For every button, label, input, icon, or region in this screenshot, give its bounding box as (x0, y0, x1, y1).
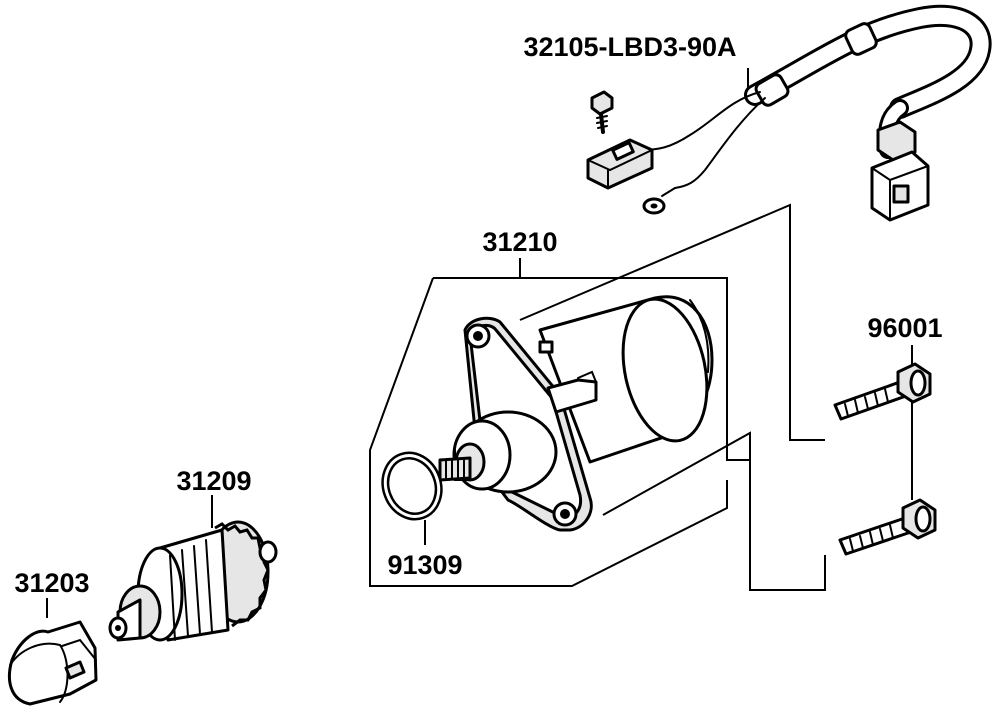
assembly-frame (369, 203, 826, 591)
label-oring: 91309 (387, 550, 462, 580)
label-gear: 31209 (176, 466, 251, 496)
o-ring (381, 451, 443, 521)
cover-cap (7, 598, 98, 706)
bolt-lower (838, 345, 937, 556)
label-harness: 32105-LBD3-90A (523, 32, 736, 62)
starter-motor (438, 295, 714, 532)
label-bolt: 96001 (867, 313, 942, 343)
bolt-upper (833, 362, 932, 421)
starter-drive-gear (108, 495, 278, 642)
wire-harness (586, 4, 992, 222)
label-cover: 31203 (14, 568, 89, 598)
label-starter-motor: 31210 (482, 227, 557, 257)
